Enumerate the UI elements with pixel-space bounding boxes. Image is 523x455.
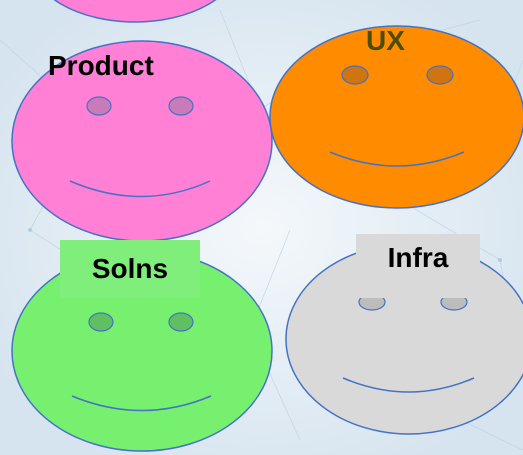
label-solns: Solns <box>60 240 200 298</box>
label-infra-text: Infra <box>387 242 449 273</box>
face-product-right-eye-icon <box>168 96 194 116</box>
face-solns-right-eye-icon <box>168 312 194 332</box>
label-solns-text: Solns <box>91 253 169 284</box>
label-ux: UX <box>366 25 405 56</box>
face-solns-left-eye-icon <box>88 312 114 332</box>
face-product-smile-icon <box>69 180 211 198</box>
face-ux <box>269 25 523 209</box>
face-ux-right-eye-icon <box>426 65 454 85</box>
face-solns-smile-icon <box>71 395 212 412</box>
face-ux-head <box>269 25 523 209</box>
partial-face-top <box>53 0 217 23</box>
face-infra-smile-icon <box>342 377 475 393</box>
face-product-left-eye-icon <box>86 96 112 116</box>
face-ux-smile-icon <box>329 151 465 167</box>
label-infra: Infra <box>356 234 480 298</box>
label-product: Product <box>48 50 154 81</box>
face-product <box>11 40 273 242</box>
face-ux-left-eye-icon <box>341 65 369 85</box>
